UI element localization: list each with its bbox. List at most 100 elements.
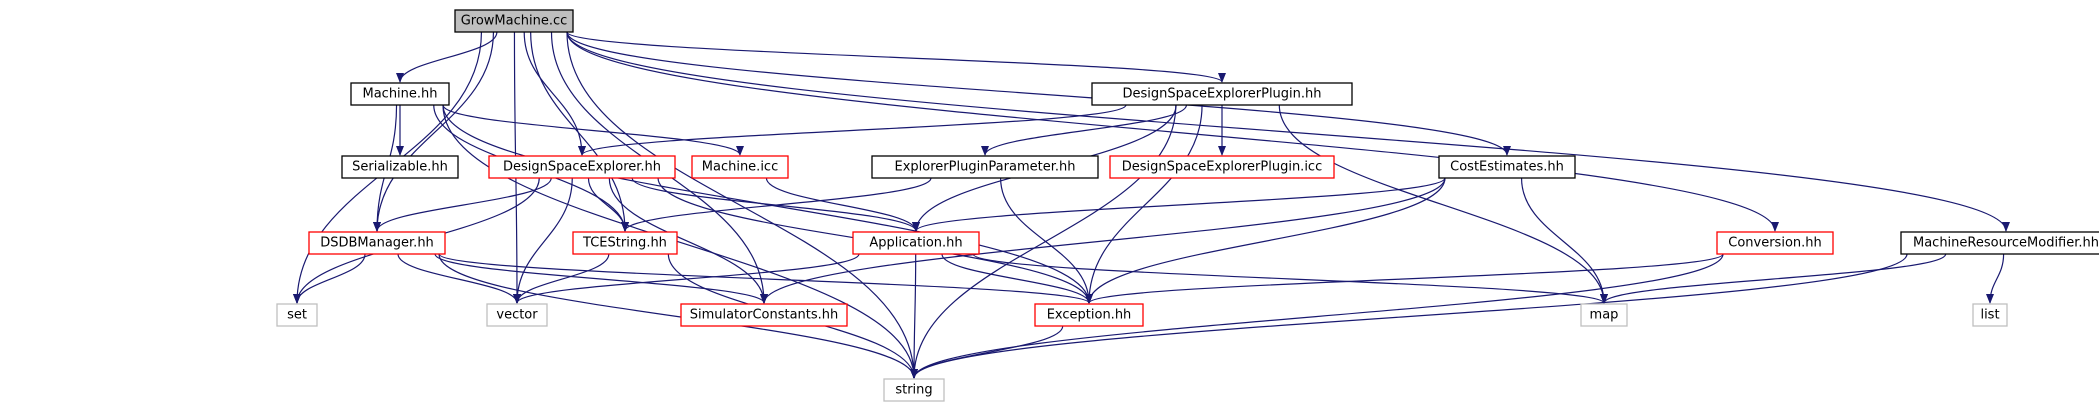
node-label-epp_hh: ExplorerPluginParameter.hh (895, 160, 1076, 175)
node-conversion[interactable]: Conversion.hh (1716, 231, 1834, 255)
node-box-dsdb_hh (308, 231, 446, 255)
edge-machine_hh-to-string (442, 104, 918, 379)
edge-growmachine-to-mrm_hh (566, 31, 2010, 232)
node-label-growmachine: GrowMachine.cc (461, 14, 568, 29)
node-label-cost_hh: CostEstimates.hh (1450, 160, 1564, 175)
node-dsep_icc[interactable]: DesignSpaceExplorerPlugin.icc (1109, 155, 1335, 179)
edge-dsdb_hh-to-string (438, 253, 918, 379)
node-label-dsep_hh: DesignSpaceExplorerPlugin.hh (1122, 87, 1321, 102)
node-exception[interactable]: Exception.hh (1034, 303, 1144, 327)
node-label-string: string (895, 383, 932, 398)
edge-dsep_hh-to-string (910, 104, 1177, 379)
edge-application-to-exception (941, 253, 1093, 304)
node-list: list (1972, 303, 2008, 327)
node-box-map (1580, 303, 1628, 327)
node-box-list (1972, 303, 2008, 327)
node-label-exception: Exception.hh (1047, 308, 1132, 323)
edge-growmachine-to-cost_hh (566, 31, 1511, 156)
node-label-simconst: SimulatorConstants.hh (690, 308, 839, 323)
edge-growmachine-to-machine_hh (396, 31, 498, 83)
node-map: map (1580, 303, 1628, 327)
node-label-list: list (1980, 308, 1999, 323)
edge-growmachine-to-dsep_hh (566, 31, 1226, 83)
node-box-set (276, 303, 318, 327)
node-mrm_hh[interactable]: MachineResourceModifier.hh (1900, 231, 2099, 255)
edge-application-to-map (972, 253, 1608, 304)
edge-growmachine-to-string (566, 31, 918, 379)
node-label-vector: vector (496, 308, 538, 323)
node-epp_hh[interactable]: ExplorerPluginParameter.hh (871, 155, 1099, 179)
node-tcestring[interactable]: TCEString.hh (572, 231, 678, 255)
node-dsep_hh[interactable]: DesignSpaceExplorerPlugin.hh (1091, 82, 1353, 106)
edge-mrm_hh-to-list (1986, 253, 2005, 304)
edge-dsep_hh-to-dse_hh (578, 104, 1127, 156)
edge-dsdb_hh-to-exception (438, 253, 1093, 304)
edge-dsdb_hh-to-simconst (434, 253, 768, 304)
node-box-serializable (341, 155, 459, 179)
edge-dse_hh-to-simconst (608, 177, 768, 304)
edge-cost_hh-to-application (912, 177, 1446, 232)
node-label-dse_hh: DesignSpaceExplorer.hh (503, 160, 661, 175)
node-box-growmachine (454, 9, 574, 33)
edge-growmachine-to-dsdb_hh (373, 31, 495, 232)
node-machine_hh[interactable]: Machine.hh (350, 82, 450, 106)
edge-machine_hh-to-machine_icc (442, 104, 744, 156)
node-label-machine_hh: Machine.hh (362, 87, 437, 102)
node-string: string (883, 378, 945, 402)
edge-dsdb_hh-to-vector (397, 253, 521, 304)
node-label-conversion: Conversion.hh (1728, 236, 1822, 251)
edges-layer (293, 31, 2010, 379)
node-machine_icc[interactable]: Machine.icc (691, 155, 789, 179)
node-label-machine_icc: Machine.icc (702, 160, 778, 175)
node-set: set (276, 303, 318, 327)
edge-cost_hh-to-exception (1085, 177, 1446, 304)
node-label-map: map (1590, 308, 1619, 323)
node-dsdb_hh[interactable]: DSDBManager.hh (308, 231, 446, 255)
node-label-serializable: Serializable.hh (352, 160, 448, 175)
edge-exception-to-string (910, 325, 1064, 379)
node-dse_hh[interactable]: DesignSpaceExplorer.hh (488, 155, 676, 179)
node-simconst[interactable]: SimulatorConstants.hh (680, 303, 848, 327)
node-box-tcestring (572, 231, 678, 255)
node-box-epp_hh (871, 155, 1099, 179)
edge-application-to-string (910, 253, 919, 379)
edge-mrm_hh-to-map (1600, 253, 1947, 304)
edge-dsdb_hh-to-set (293, 253, 366, 304)
edge-mrm_hh-to-string (910, 253, 1908, 379)
edge-cost_hh-to-simconst (760, 177, 1446, 304)
node-box-string (883, 378, 945, 402)
edge-growmachine-to-dse_hh (523, 31, 586, 156)
node-box-dsep_hh (1091, 82, 1353, 106)
edge-dsep_hh-to-epp_hh (981, 104, 1188, 156)
node-growmachine: GrowMachine.cc (454, 9, 574, 33)
node-label-dsdb_hh: DSDBManager.hh (320, 236, 434, 251)
node-serializable[interactable]: Serializable.hh (341, 155, 459, 179)
node-label-tcestring: TCEString.hh (582, 236, 667, 251)
edge-epp_hh-to-exception (1000, 177, 1093, 304)
node-cost_hh[interactable]: CostEstimates.hh (1438, 155, 1576, 179)
node-box-conversion (1716, 231, 1834, 255)
node-vector: vector (486, 303, 548, 327)
edge-dse_hh-to-dsdb_hh (373, 177, 552, 232)
node-application[interactable]: Application.hh (852, 231, 980, 255)
node-box-mrm_hh (1900, 231, 2099, 255)
node-box-application (852, 231, 980, 255)
node-label-set: set (287, 308, 307, 323)
edge-machine_icc-to-application (765, 177, 920, 232)
node-box-cost_hh (1438, 155, 1576, 179)
node-label-mrm_hh: MachineResourceModifier.hh (1913, 236, 2099, 251)
node-box-machine_hh (350, 82, 450, 106)
edge-dsep_hh-to-exception (1085, 104, 1203, 304)
node-label-dsep_icc: DesignSpaceExplorerPlugin.icc (1122, 160, 1322, 175)
node-box-simconst (680, 303, 848, 327)
node-label-application: Application.hh (869, 236, 962, 251)
edge-conversion-to-string (910, 253, 1724, 379)
node-box-exception (1034, 303, 1144, 327)
edge-application-to-vector (513, 253, 860, 304)
node-box-machine_icc (691, 155, 789, 179)
node-box-dsep_icc (1109, 155, 1335, 179)
edge-cost_hh-to-map (1520, 177, 1608, 304)
node-box-vector (486, 303, 548, 327)
